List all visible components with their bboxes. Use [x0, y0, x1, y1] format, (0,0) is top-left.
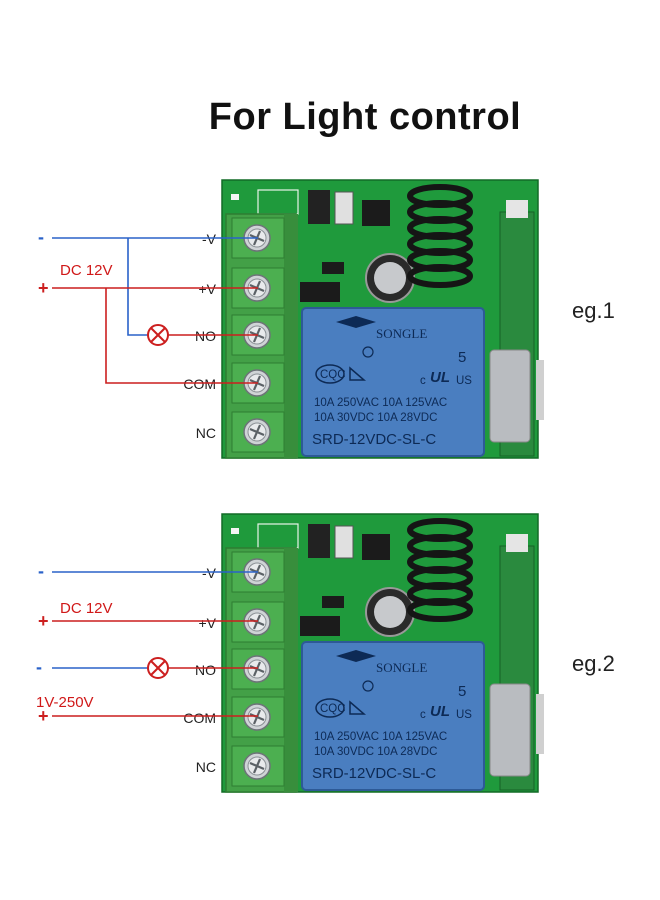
pin-header: [536, 360, 544, 420]
resistor: [334, 191, 354, 225]
screw-terminal-icon: [242, 702, 272, 732]
ic-chip: [308, 190, 330, 224]
cqc-mark: CQC: [320, 703, 346, 715]
relay-spec-line-2: 10A 30VDC 10A 28VDC: [314, 412, 437, 424]
pin-header: [536, 694, 544, 754]
terminal-label-plusminus-v: +V: [198, 281, 216, 297]
minus-sign-1: -: [38, 227, 44, 247]
lamp-icon: [147, 657, 169, 679]
transistor: [362, 200, 390, 226]
smd-component: [300, 616, 340, 636]
relay-brand: SONGLE: [376, 660, 427, 675]
connector-header: [506, 200, 528, 218]
example-1-wiring: - + DC 12V: [38, 227, 258, 384]
minus-sign-2: -: [38, 561, 44, 581]
screw-terminal-icon: [242, 607, 272, 637]
plus-sign-3: +: [38, 706, 49, 726]
plus-sign-1: +: [38, 278, 49, 298]
relay-module-1: SONGLE CQC c UL 5US 10A 250VAC 10A 125VAC 10A …: [183, 179, 544, 459]
terminal-label-plusminus-v: +V: [198, 615, 216, 631]
connector-header: [506, 534, 528, 552]
capacitor-top: [374, 262, 406, 294]
ul-us: US: [456, 375, 472, 387]
lamp-icon: [147, 324, 169, 346]
example-1-label: eg.1: [572, 298, 615, 323]
ul-c: c: [420, 375, 426, 387]
led: [231, 194, 239, 200]
terminal-label-nc: NC: [196, 425, 216, 441]
ul-us: US: [456, 709, 472, 721]
page-title: For Light control: [208, 96, 522, 138]
ac-range-label: 1V-250V: [36, 694, 94, 711]
ul-number: 5: [458, 683, 466, 700]
relay-model: SRD-12VDC-SL-C: [312, 765, 436, 782]
terminal-block-side: [284, 214, 298, 458]
terminal-label-no: NO: [195, 662, 216, 678]
relay-icon: SONGLE CQC c UL 5US 10A 250VAC 10A 125VAC 10A …: [301, 307, 485, 457]
terminal-label-minus-v: -V: [202, 565, 217, 581]
ic-chip: [308, 524, 330, 558]
antenna-coil-icon: [407, 184, 473, 288]
relay-model: SRD-12VDC-SL-C: [312, 431, 436, 448]
relay-spec-line-1: 10A 250VAC 10A 125VAC: [314, 731, 447, 743]
minus-sign-3: -: [36, 657, 42, 677]
dc-12v-label-2: DC 12V: [60, 600, 113, 617]
terminal-label-com: COM: [183, 376, 216, 392]
capacitor-top: [374, 596, 406, 628]
screw-terminal-icon: [242, 417, 272, 447]
ul-mark: UL: [430, 369, 450, 386]
resistor: [334, 525, 354, 559]
crystal-oscillator: [489, 349, 531, 443]
relay-module-2: SONGLE CQC c UL 5US 10A 250VAC 10A 125VAC 10A …: [183, 513, 544, 793]
smd-component: [322, 596, 344, 608]
transistor: [362, 534, 390, 560]
terminal-label-minus-v: -V: [202, 231, 217, 247]
crystal-oscillator: [489, 683, 531, 777]
relay-spec-line-1: 10A 250VAC 10A 125VAC: [314, 397, 447, 409]
ul-number: 5: [458, 349, 466, 366]
antenna-coil-icon: [407, 518, 473, 622]
screw-terminal-icon: [242, 654, 272, 684]
example-2-label: eg.2: [572, 651, 615, 676]
wire-plus-to-com: [105, 288, 258, 384]
terminal-block-side: [284, 548, 298, 792]
ul-mark: UL: [430, 703, 450, 720]
cqc-mark: CQC: [320, 369, 346, 381]
terminal-label-com: COM: [183, 710, 216, 726]
smd-component: [300, 282, 340, 302]
example-2-wiring: - DC 12V + - 1V-250V +: [36, 561, 258, 726]
dc-12v-label-1: DC 12V: [60, 262, 113, 279]
terminal-label-no: NO: [195, 328, 216, 344]
relay-spec-line-2: 10A 30VDC 10A 28VDC: [314, 746, 437, 758]
relay-brand: SONGLE: [376, 326, 427, 341]
terminal-label-nc: NC: [196, 759, 216, 775]
led: [231, 528, 239, 534]
smd-component: [322, 262, 344, 274]
relay-icon: SONGLE CQC c UL 5US 10A 250VAC 10A 125VAC 10A …: [301, 641, 485, 791]
screw-terminal-icon: [242, 751, 272, 781]
wire-minus-to-lamp: [127, 238, 148, 336]
ul-c: c: [420, 709, 426, 721]
plus-sign-2: +: [38, 611, 49, 631]
